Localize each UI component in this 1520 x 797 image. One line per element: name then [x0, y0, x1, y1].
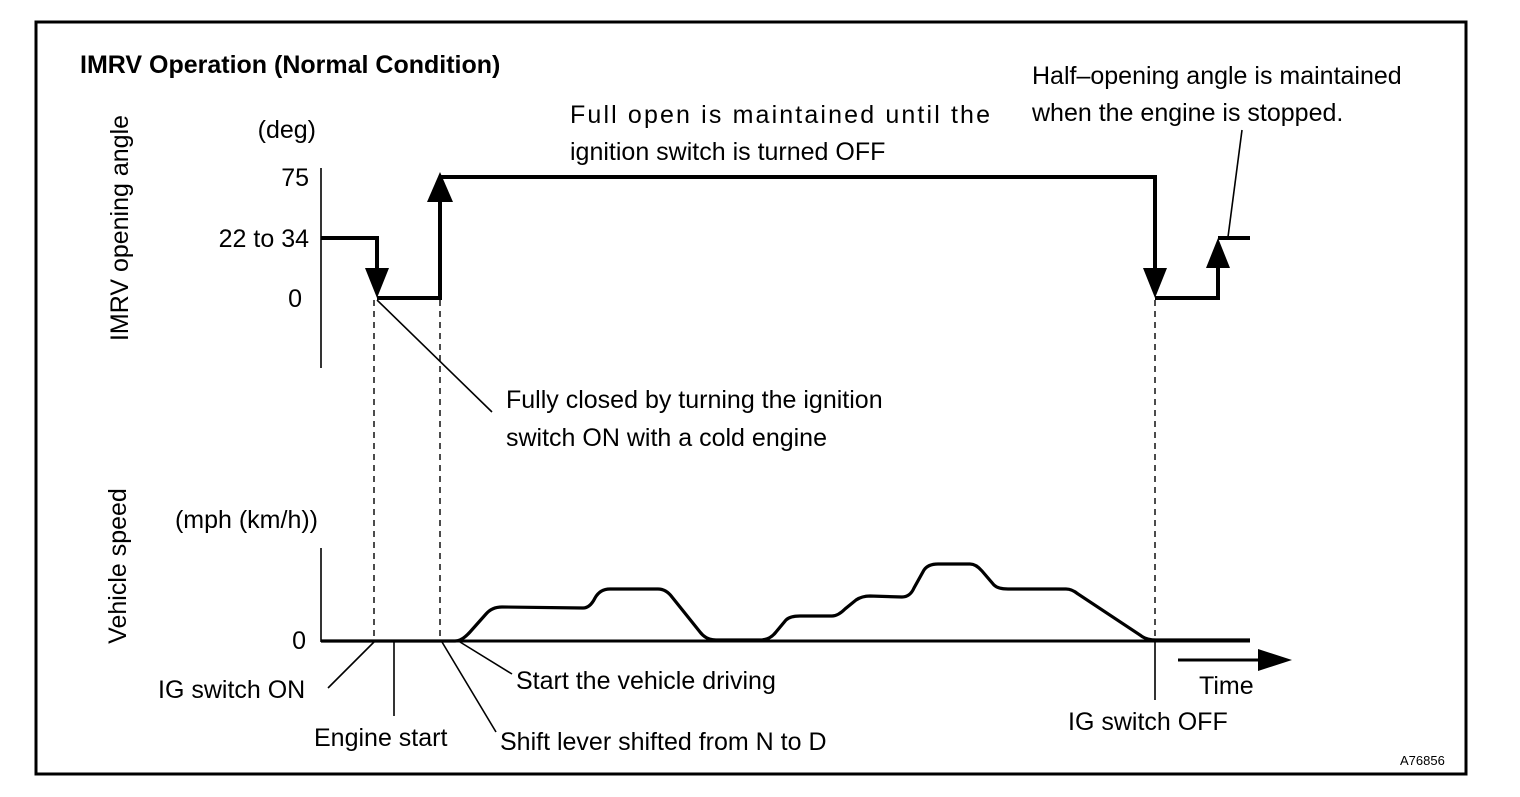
tick-0-upper: 0 [288, 285, 302, 313]
label-start-driving: Start the vehicle driving [516, 667, 776, 695]
annotation-fully-closed-line1: Fully closed by turning the ignition [506, 386, 883, 414]
leader-ig-on [327, 641, 375, 689]
leader-start-driving [459, 641, 513, 675]
label-engine-start: Engine start [314, 724, 447, 752]
upper-unit-label: (deg) [258, 116, 316, 144]
label-shift-lever: Shift lever shifted from N to D [500, 728, 827, 756]
lower-unit-label: (mph (km/h)) [175, 506, 318, 534]
imrv-segment-full-open [440, 175, 1157, 285]
arrow-close-off-icon [1143, 268, 1167, 298]
leader-half-open [1227, 129, 1243, 238]
time-arrow-icon [1258, 649, 1292, 671]
vehicle-speed-curve [321, 562, 1250, 643]
annotation-full-open-line2: ignition switch is turned OFF [570, 138, 885, 166]
imrv-segment-off-closed [1155, 258, 1220, 300]
lower-y-axis-title: Vehicle speed [104, 488, 132, 644]
arrow-half-open-icon [1206, 238, 1230, 268]
tick-75: 75 [281, 164, 309, 192]
diagram-title: IMRV Operation (Normal Condition) [80, 51, 500, 79]
label-ig-switch-off: IG switch OFF [1068, 708, 1228, 736]
leader-fully-closed [376, 299, 493, 413]
tick-22-to-34: 22 to 34 [219, 225, 309, 253]
imrv-segment-initial [321, 236, 379, 285]
arrow-close-icon [365, 268, 389, 298]
annotation-full-open-line1: Full open is maintained until the [570, 101, 990, 129]
leader-shift-lever [441, 641, 497, 733]
tick-0-lower: 0 [292, 627, 306, 655]
time-label: Time [1199, 672, 1254, 700]
arrow-open-icon [427, 172, 453, 202]
annotation-half-open-line1: Half–opening angle is maintained [1032, 62, 1402, 90]
figure-id: A76856 [1400, 753, 1445, 768]
diagram-frame [34, 20, 1468, 776]
annotation-fully-closed-line2: switch ON with a cold engine [506, 424, 827, 452]
imrv-segment-closed [377, 195, 442, 300]
upper-y-axis-title: IMRV opening angle [106, 115, 134, 341]
annotation-half-open-line2: when the engine is stopped. [1031, 99, 1343, 127]
label-ig-switch-on: IG switch ON [158, 676, 305, 704]
